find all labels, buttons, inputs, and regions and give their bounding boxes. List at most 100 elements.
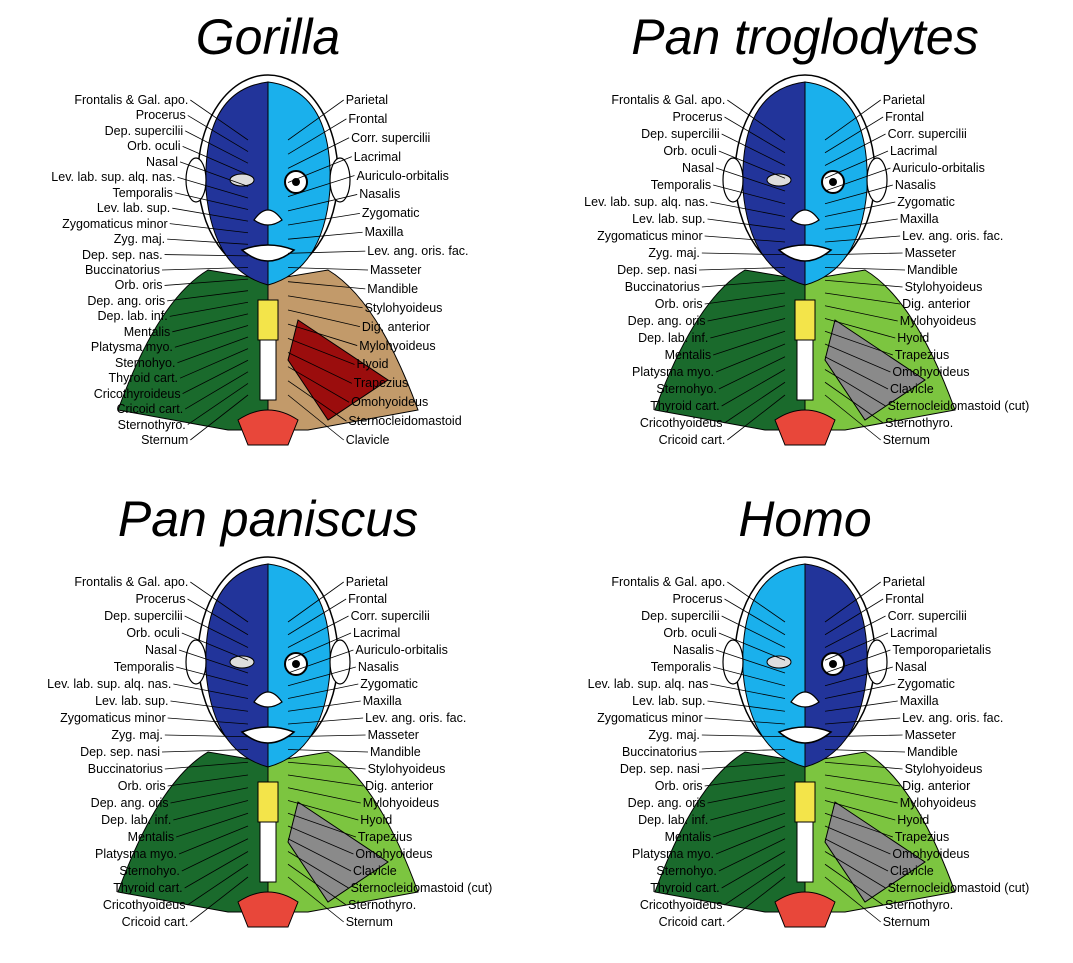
label-left: Dep. supercilii bbox=[105, 125, 184, 138]
label-left: Cricothyoideus bbox=[640, 899, 723, 912]
label-right: Temporoparietalis bbox=[892, 644, 991, 657]
label-left: Zygomaticus minor bbox=[597, 712, 703, 725]
label-left: Dep. supercilii bbox=[641, 610, 720, 623]
label-right: Sternum bbox=[883, 916, 930, 929]
label-left: Temporalis bbox=[651, 661, 711, 674]
label-right: Clavicle bbox=[890, 865, 934, 878]
label-left: Procerus bbox=[135, 593, 185, 606]
label-right: Clavicle bbox=[346, 434, 390, 447]
label-right: Dig. anterior bbox=[902, 298, 970, 311]
label-right: Sternocleidomastoid bbox=[348, 415, 461, 428]
label-right: Corr. supercilii bbox=[351, 610, 430, 623]
label-left: Orb. oculi bbox=[126, 627, 180, 640]
label-left: Platysma myo. bbox=[632, 366, 714, 379]
label-left: Procerus bbox=[672, 111, 722, 124]
left-ear bbox=[723, 158, 743, 202]
label-left: Lev. lab. sup. alq. nas bbox=[588, 678, 709, 691]
label-right: Sternocleidomastoid (cut) bbox=[351, 882, 493, 895]
label-left: Dep. ang. oris bbox=[628, 797, 706, 810]
label-left: Sternohyo. bbox=[119, 865, 179, 878]
label-left: Zyg. maj. bbox=[111, 729, 162, 742]
label-right: Frontal bbox=[348, 113, 387, 126]
right-pupil bbox=[292, 660, 300, 668]
label-right: Sternocleidomastoid (cut) bbox=[888, 400, 1030, 413]
panel-homo: HomoFrontalis & Gal. apo.ProcerusDep. su… bbox=[537, 482, 1073, 963]
label-left: Buccinatorius bbox=[88, 763, 163, 776]
thyroid-cartilage bbox=[258, 782, 278, 822]
label-left: Frontalis & Gal. apo. bbox=[611, 94, 725, 107]
label-left: Orb. oris bbox=[655, 298, 703, 311]
trachea bbox=[797, 822, 813, 882]
thyroid-cartilage bbox=[795, 782, 815, 822]
right-ear bbox=[867, 640, 887, 684]
label-left: Cricoid cart. bbox=[122, 916, 189, 929]
thyroid-cartilage bbox=[795, 300, 815, 340]
label-right: Lacrimal bbox=[890, 627, 937, 640]
label-right: Mylohyoideus bbox=[900, 315, 976, 328]
label-right: Nasalis bbox=[359, 188, 400, 201]
label-left: Procerus bbox=[672, 593, 722, 606]
label-left: Lev. lab. sup. bbox=[97, 202, 170, 215]
label-left: Procerus bbox=[136, 109, 186, 122]
label-left: Sternum bbox=[141, 434, 188, 447]
label-right: Lacrimal bbox=[354, 150, 401, 163]
label-left: Dep. sep. nasi bbox=[80, 746, 160, 759]
left-ear bbox=[723, 640, 743, 684]
sternum bbox=[775, 410, 835, 445]
trachea bbox=[797, 340, 813, 400]
label-left: Dep. sep. nasi bbox=[620, 763, 700, 776]
panel-gorilla: GorillaFrontalis & Gal. apo.ProcerusDep.… bbox=[0, 0, 536, 481]
label-left: Dep. supercilii bbox=[641, 128, 720, 141]
right-pupil bbox=[829, 178, 837, 186]
label-left: Platysma myo. bbox=[95, 848, 177, 861]
label-right: Lev. ang. oris. fac. bbox=[365, 712, 466, 725]
label-right: Sternocleidomastoid (cut) bbox=[888, 882, 1030, 895]
label-left: Mentalis bbox=[128, 831, 175, 844]
label-right: Clavicle bbox=[353, 865, 397, 878]
label-left: Temporalis bbox=[114, 661, 174, 674]
label-right: Sternothyro. bbox=[885, 417, 953, 430]
leader-line-left bbox=[162, 268, 248, 271]
label-right: Mylohyoideus bbox=[363, 797, 439, 810]
label-left: Platysma myo. bbox=[632, 848, 714, 861]
label-left: Mentalis bbox=[124, 326, 171, 339]
label-right: Sternothyro. bbox=[348, 899, 416, 912]
label-right: Masseter bbox=[905, 247, 956, 260]
label-left: Lev. lab. sup. alq. nas. bbox=[47, 678, 171, 691]
panel-pan-troglodytes: Pan troglodytesFrontalis & Gal. apo.Proc… bbox=[537, 0, 1073, 481]
label-right: Masseter bbox=[905, 729, 956, 742]
label-left: Lev. lab. sup. bbox=[632, 695, 705, 708]
label-right: Hyoid bbox=[897, 814, 929, 827]
label-left: Zygomaticus minor bbox=[597, 230, 703, 243]
label-right: Parietal bbox=[346, 94, 388, 107]
label-right: Dig. anterior bbox=[365, 780, 433, 793]
label-left: Nasalis bbox=[673, 644, 714, 657]
label-left: Cricoid cart. bbox=[659, 434, 726, 447]
label-right: Auriculo-orbitalis bbox=[357, 169, 449, 182]
label-right: Stylohyoideus bbox=[368, 763, 446, 776]
label-left: Cricothyoideus bbox=[640, 417, 723, 430]
label-right: Stylohyoideus bbox=[905, 763, 983, 776]
label-right: Clavicle bbox=[890, 383, 934, 396]
trachea bbox=[260, 822, 276, 882]
label-left: Temporalis bbox=[112, 186, 172, 199]
label-right: Dig. anterior bbox=[362, 320, 430, 333]
label-right: Masseter bbox=[368, 729, 419, 742]
label-left: Dep. supercilii bbox=[104, 610, 183, 623]
label-right: Hyoid bbox=[360, 814, 392, 827]
label-left: Cricothyroideus bbox=[94, 387, 181, 400]
label-left: Zyg. maj. bbox=[648, 247, 699, 260]
label-right: Corr. supercilii bbox=[888, 128, 967, 141]
label-left: Dep. lab. inf. bbox=[638, 332, 708, 345]
label-left: Thyroid cart. bbox=[109, 372, 178, 385]
label-left: Sternohyo. bbox=[656, 383, 716, 396]
label-right: Omohyoideus bbox=[892, 366, 969, 379]
label-left: Dep. lab. inf. bbox=[638, 814, 708, 827]
label-left: Zygomaticus minor bbox=[62, 217, 168, 230]
label-right: Sternum bbox=[883, 434, 930, 447]
label-left: Orb. oris bbox=[115, 279, 163, 292]
label-right: Trapezius bbox=[358, 831, 412, 844]
label-right: Mandible bbox=[367, 283, 418, 296]
label-right: Lev. ang. oris. fac. bbox=[902, 230, 1003, 243]
label-right: Omohyoideus bbox=[351, 396, 428, 409]
